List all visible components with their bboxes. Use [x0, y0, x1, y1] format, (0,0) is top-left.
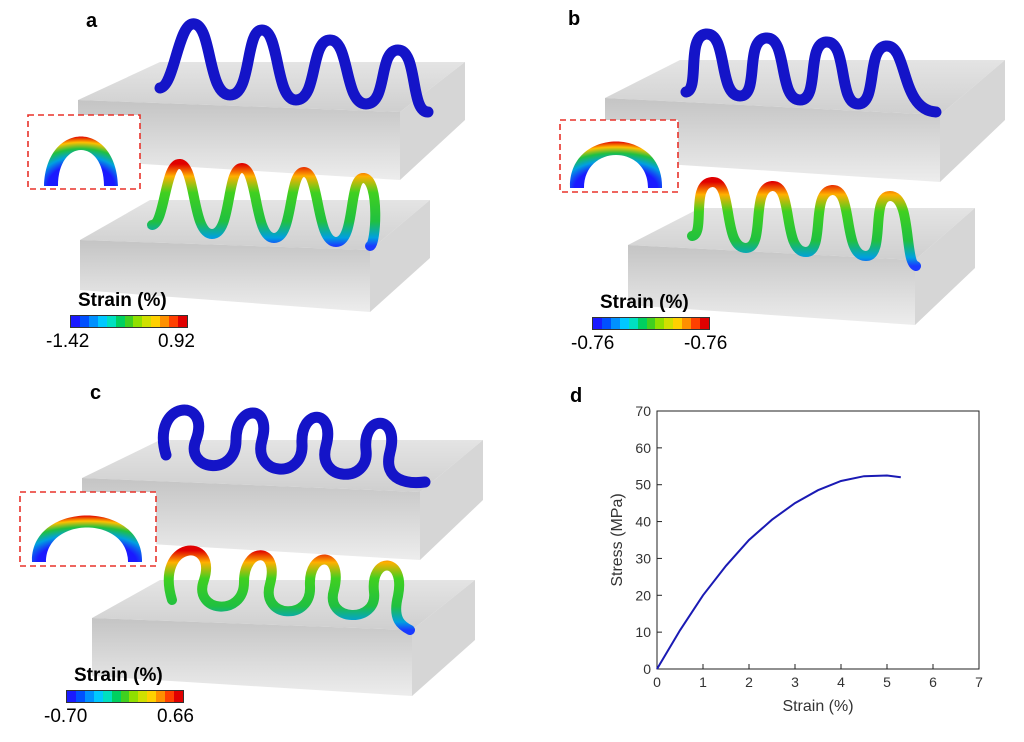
colorbar-c-title: Strain (%)	[74, 665, 163, 686]
x-tick-label: 3	[791, 674, 799, 690]
colorbar-segment	[178, 316, 187, 327]
plot-frame	[656, 410, 980, 670]
colorbar-b	[592, 317, 710, 330]
panel-b-bottom-model	[628, 177, 975, 325]
x-tick-label: 2	[745, 674, 753, 690]
stress-strain-chart: 0 1 2 3 4 5 6 7 0 10 20 30 40 50 60 70 Strain (%) Stre…	[609, 403, 983, 715]
colorbar-segment	[628, 318, 638, 329]
x-tick-label: 7	[975, 674, 983, 690]
colorbar-segment	[120, 691, 130, 702]
y-tick-label: 50	[635, 477, 651, 493]
colorbar-segment	[637, 318, 647, 329]
colorbar-segment	[174, 691, 183, 702]
colorbar-segment	[682, 318, 692, 329]
colorbar-segment	[655, 318, 665, 329]
x-tick-label: 4	[837, 674, 845, 690]
colorbar-a-title: Strain (%)	[78, 290, 167, 311]
colorbar-segment	[71, 316, 80, 327]
panel-a-bottom-model	[80, 159, 430, 312]
panel-b-inset	[559, 119, 679, 193]
colorbar-segment	[124, 316, 134, 327]
colorbar-c-min: -0.70	[44, 706, 88, 727]
colorbar-segment	[151, 316, 161, 327]
x-tick-label: 0	[653, 674, 661, 690]
colorbar-segment	[97, 316, 107, 327]
colorbar-segment	[601, 318, 611, 329]
colorbar-segment	[593, 318, 602, 329]
colorbar-segment	[111, 691, 121, 702]
colorbar-segment	[67, 691, 76, 702]
colorbar-segment	[673, 318, 683, 329]
panel-c-bottom-model	[92, 545, 475, 696]
panel-a-inset	[27, 114, 141, 190]
series-line-stress-strain	[656, 474, 901, 670]
y-tick-label: 40	[635, 514, 651, 530]
colorbar-segment	[165, 691, 175, 702]
colorbar-c-max: 0.66	[157, 706, 194, 727]
colorbar-segment	[664, 318, 674, 329]
colorbar-segment	[700, 318, 709, 329]
colorbar-segment	[691, 318, 701, 329]
colorbar-segment	[102, 691, 112, 702]
y-axis-label: Stress (MPa)	[609, 493, 626, 586]
colorbar-segment	[129, 691, 139, 702]
x-axis-label: Strain (%)	[782, 698, 853, 715]
colorbar-a-max: 0.92	[158, 331, 195, 352]
colorbar-segment	[142, 316, 152, 327]
strained-wave	[147, 159, 381, 251]
panel-b-top-model	[605, 28, 1005, 182]
y-tick-label: 60	[635, 440, 651, 456]
colorbar-segment	[169, 316, 179, 327]
panel-c-inset	[19, 491, 157, 567]
colorbar-segment	[93, 691, 103, 702]
colorbar-segment	[133, 316, 143, 327]
substrate-side-face	[400, 62, 465, 180]
colorbar-segment	[138, 691, 148, 702]
panel-c-top-model	[82, 404, 483, 560]
panel-a-top-model	[78, 18, 465, 180]
panel-label-b: b	[568, 8, 581, 30]
colorbar-segment	[79, 316, 89, 327]
colorbar-segment	[84, 691, 94, 702]
substrate-front-face	[78, 100, 400, 180]
x-tick-label: 6	[929, 674, 937, 690]
colorbar-a-min: -1.42	[46, 331, 90, 352]
colorbar-b-min: -0.76	[571, 333, 615, 354]
colorbar-segment	[156, 691, 166, 702]
x-tick-label: 5	[883, 674, 891, 690]
colorbar-c	[66, 690, 184, 703]
colorbar-segment	[106, 316, 116, 327]
y-tick-label: 20	[635, 587, 651, 603]
y-tick-label: 30	[635, 550, 651, 566]
y-tick-label: 70	[635, 403, 651, 419]
panel-label-c: c	[90, 382, 102, 404]
colorbar-segment	[75, 691, 85, 702]
colorbar-segment	[115, 316, 125, 327]
colorbar-segment	[147, 691, 157, 702]
colorbar-segment	[646, 318, 656, 329]
x-tick-label: 1	[699, 674, 707, 690]
unstrained-wave	[154, 18, 434, 118]
colorbar-segment	[160, 316, 170, 327]
colorbar-segment	[619, 318, 629, 329]
colorbar-b-title: Strain (%)	[600, 292, 689, 313]
panel-label-a: a	[86, 10, 98, 32]
panel-label-d: d	[570, 385, 583, 407]
colorbar-b-max: -0.76	[684, 333, 728, 354]
colorbar-segment	[88, 316, 98, 327]
colorbar-segment	[610, 318, 620, 329]
y-tick-label: 10	[635, 624, 651, 640]
y-tick-label: 0	[643, 661, 651, 677]
colorbar-a	[70, 315, 188, 328]
